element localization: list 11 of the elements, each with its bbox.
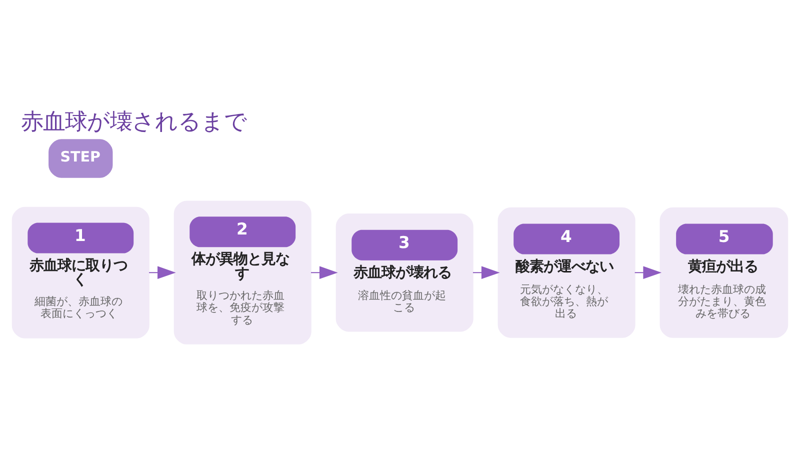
label: STEP xyxy=(60,148,100,165)
arrow xyxy=(149,266,176,279)
diagram-title: 赤血球が壊されるまで xyxy=(21,108,248,135)
node-box: 2 体が異物と見なす 取りつかれた赤血球を、免疫が攻撃する xyxy=(174,200,312,344)
arrow xyxy=(311,266,338,279)
node-box: 4 酸素が運べない 元気がなくなり、食欲が落ち、熱が出る xyxy=(498,206,636,338)
node-box: 1 赤血球に取りつく 細菌が、赤血球の表面にくっつく xyxy=(12,206,150,338)
arrow xyxy=(634,266,662,279)
arrow xyxy=(472,266,500,279)
node-box: 3 赤血球が壊れる 溶血性の貧血が起こる xyxy=(336,213,474,332)
node-box: 5 黄疸が出る 壊れた赤血球の成分がたまり、黄色みを帯びる xyxy=(660,206,788,338)
